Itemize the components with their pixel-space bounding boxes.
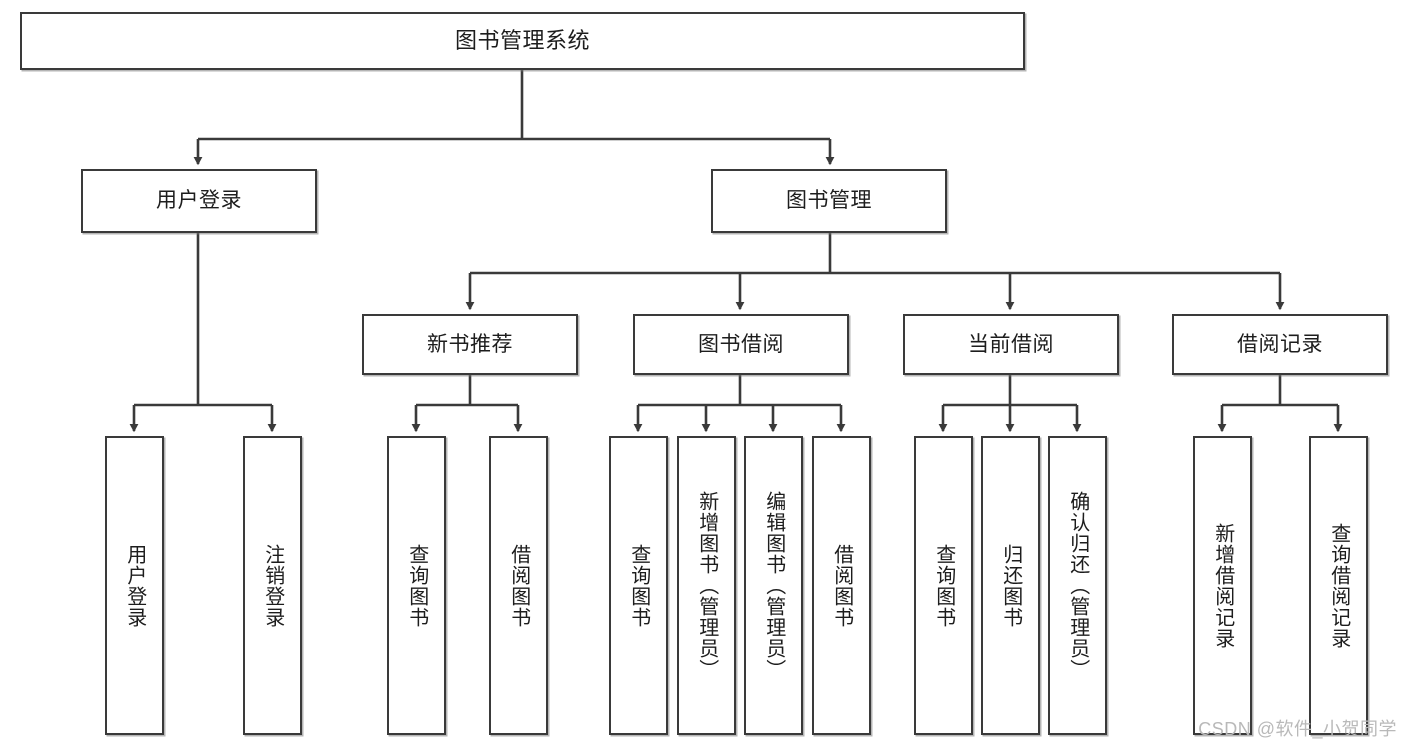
node-label: 图书管理系统 <box>454 27 590 53</box>
node-label: 归还图书 <box>999 543 1022 628</box>
node-label: 借阅图书 <box>830 543 853 628</box>
node-leaf-logout-login[interactable]: 注销登录 <box>243 436 302 735</box>
node-root-system[interactable]: 图书管理系统 <box>20 12 1025 70</box>
node-label: 新增图书（管理员） <box>695 491 718 680</box>
node-leaf-query-book-borrow[interactable]: 查询图书 <box>609 436 668 735</box>
node-leaf-query-book-recommend[interactable]: 查询图书 <box>387 436 446 735</box>
node-label: 编辑图书（管理员） <box>762 491 785 680</box>
node-leaf-add-book-admin[interactable]: 新增图书（管理员） <box>677 436 736 735</box>
node-current-borrow[interactable]: 当前借阅 <box>903 314 1119 375</box>
node-leaf-query-book-current[interactable]: 查询图书 <box>914 436 973 735</box>
node-leaf-add-borrow-record[interactable]: 新增借阅记录 <box>1193 436 1252 735</box>
node-user-login[interactable]: 用户登录 <box>81 169 317 233</box>
node-label: 图书借阅 <box>698 332 784 356</box>
node-leaf-borrow-book[interactable]: 借阅图书 <box>812 436 871 735</box>
node-label: 用户登录 <box>156 189 242 213</box>
node-label: 用户登录 <box>123 543 146 628</box>
node-leaf-borrow-book-recommend[interactable]: 借阅图书 <box>489 436 548 735</box>
node-leaf-query-borrow-record[interactable]: 查询借阅记录 <box>1309 436 1368 735</box>
node-new-book-recommend[interactable]: 新书推荐 <box>362 314 578 375</box>
node-label: 借阅图书 <box>507 543 530 628</box>
node-label: 当前借阅 <box>968 332 1054 356</box>
node-label: 图书管理 <box>786 189 872 213</box>
node-leaf-user-login[interactable]: 用户登录 <box>105 436 164 735</box>
node-leaf-return-book[interactable]: 归还图书 <box>981 436 1040 735</box>
node-label: 确认归还（管理员） <box>1066 491 1089 680</box>
node-book-management[interactable]: 图书管理 <box>711 169 947 233</box>
node-label: 查询借阅记录 <box>1327 522 1350 649</box>
node-label: 查询图书 <box>627 543 650 628</box>
node-leaf-confirm-return-admin[interactable]: 确认归还（管理员） <box>1048 436 1107 735</box>
node-label: 查询图书 <box>932 543 955 628</box>
node-borrow-record[interactable]: 借阅记录 <box>1172 314 1388 375</box>
node-label: 新增借阅记录 <box>1211 522 1234 649</box>
node-label: 查询图书 <box>405 543 428 628</box>
node-label: 借阅记录 <box>1237 332 1323 356</box>
node-leaf-edit-book-admin[interactable]: 编辑图书（管理员） <box>744 436 803 735</box>
node-label: 注销登录 <box>261 543 284 628</box>
node-label: 新书推荐 <box>427 332 513 356</box>
node-book-borrow[interactable]: 图书借阅 <box>633 314 849 375</box>
